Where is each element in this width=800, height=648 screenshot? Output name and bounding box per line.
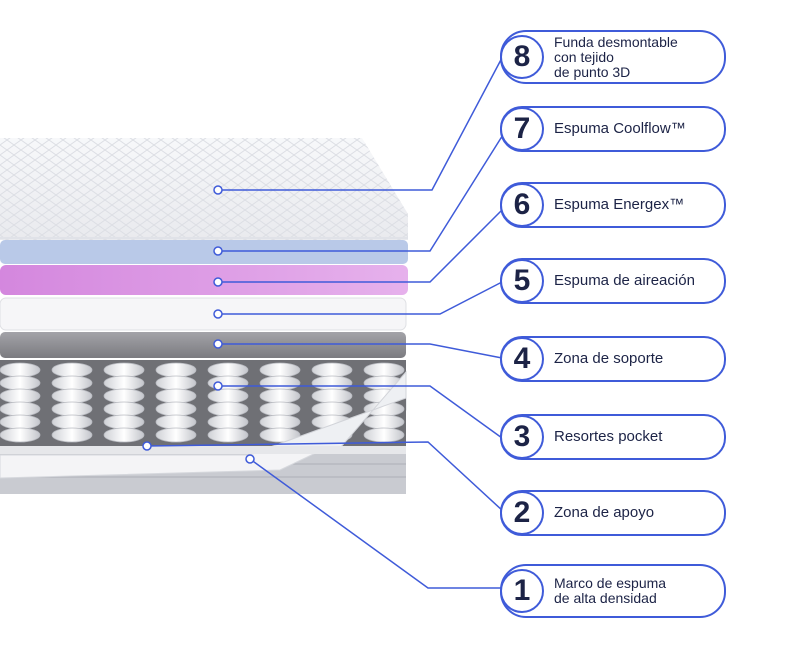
layer-4-support-foam [0,332,406,358]
pocket-spring-coil [207,362,249,443]
connector-dot-8 [213,185,223,195]
layer-number-badge: 7 [500,107,544,151]
layer-number-badge: 8 [500,35,544,79]
connector-line-6 [218,205,507,283]
connector-dot-4 [213,339,223,349]
connector-line-1 [249,458,504,589]
connector-dot-7 [213,246,223,256]
pocket-spring-coil [103,362,145,443]
layer-name-text: Zona de apoyo [554,504,655,521]
layer-label-5: 5 Espuma de aireación [500,258,726,304]
connector-line-3 [218,385,503,439]
connector-line-8 [218,53,505,191]
layer-label-7: 7 Espuma Coolflow™ [500,106,726,152]
layer-name-text: Zona de soporte [554,350,664,367]
connector-dot-6 [213,277,223,287]
connector-dot-5 [213,309,223,319]
layer-name-text: Resortes pocket [554,428,663,445]
layer-name-text: Espuma Energex™ [554,196,685,213]
layer-8-knit-cover [0,138,408,240]
layer-number-badge: 5 [500,259,544,303]
layer-7-coolflow-foam [0,240,408,264]
layer-name-text: Espuma Coolflow™ [554,120,686,137]
pocket-spring-coil [51,362,93,443]
connector-line-2 [146,441,505,513]
layer-3-pocket-springs [0,360,407,451]
layer-name-text: Marco de espuma de alta densidad [554,575,667,606]
connector-line-4 [218,343,503,359]
layer-label-4: 4 Zona de soporte [500,336,726,382]
layer-name-text: Espuma de aireación [554,272,695,289]
pocket-spring-coil [0,362,41,443]
connector-dot-2 [142,441,152,451]
layer-number-badge: 4 [500,337,544,381]
connector-line-7 [218,129,507,252]
layer-label-3: 3 Resortes pocket [500,414,726,460]
layer-label-6: 6 Espuma Energex™ [500,182,726,228]
layer-label-2: 2 Zona de apoyo [500,490,726,536]
layer-label-1: 1 Marco de espuma de alta densidad [500,564,726,618]
layer-name-text: Funda desmontable con tejido de punto 3D [554,33,678,80]
layer-2-support-zone [0,446,406,454]
connector-dot-3 [213,381,223,391]
layer-number-badge: 1 [500,569,544,613]
layer-number-badge: 6 [500,183,544,227]
layer-6-energex-foam [0,265,408,295]
pocket-spring-coil [155,362,197,443]
connector-line-5 [218,281,503,315]
connector-dot-1 [245,454,255,464]
layer-number-badge: 3 [500,415,544,459]
layer-number-badge: 2 [500,491,544,535]
